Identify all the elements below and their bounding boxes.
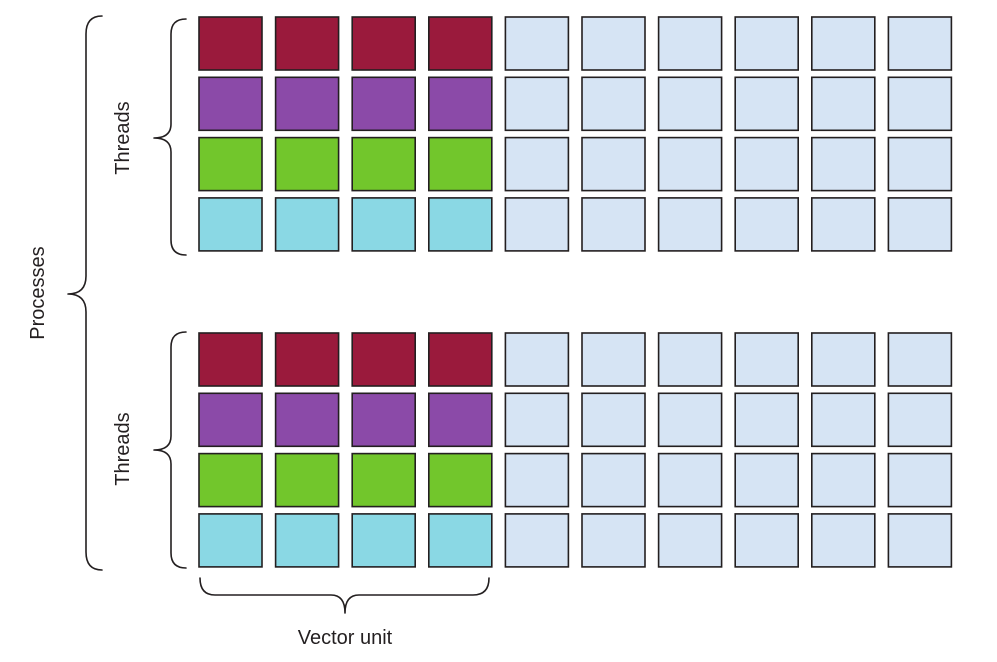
idle-lane-cell: [657, 136, 723, 192]
vector-lane-cell: [198, 197, 263, 252]
threads-brace-top: [153, 18, 187, 256]
threads-label-top: Threads: [112, 101, 134, 174]
idle-lane-cell: [810, 197, 876, 252]
vector-lane-cell: [274, 452, 340, 508]
idle-lane-cell: [581, 332, 646, 387]
vector-unit-brace: [199, 577, 490, 614]
idle-lane-cell: [504, 332, 570, 387]
vector-lane-cell: [274, 136, 340, 192]
processes-label: Processes: [27, 246, 49, 339]
vector-lane-cell: [274, 76, 340, 132]
vector-lane-cell: [351, 197, 417, 252]
idle-lane-cell: [657, 16, 723, 71]
idle-lane-cell: [657, 76, 723, 132]
idle-lane-cell: [810, 136, 876, 192]
idle-lane-cell: [657, 392, 723, 448]
vector-lane-cell: [427, 197, 493, 252]
vector-lane-cell: [351, 332, 417, 387]
idle-lane-cell: [504, 76, 570, 132]
idle-lane-cell: [581, 392, 646, 448]
vector-lane-cell: [274, 197, 340, 252]
processes-brace: [67, 15, 103, 571]
idle-lane-cell: [734, 197, 800, 252]
vector-lane-cell: [198, 136, 263, 192]
vector-lane-cell: [198, 452, 263, 508]
cell-grid: [198, 16, 953, 568]
idle-lane-cell: [657, 452, 723, 508]
vector-lane-cell: [198, 513, 263, 568]
vector-lane-cell: [427, 136, 493, 192]
idle-lane-cell: [810, 392, 876, 448]
vector-lane-cell: [427, 513, 493, 568]
idle-lane-cell: [810, 76, 876, 132]
vector-lane-cell: [351, 16, 417, 71]
idle-lane-cell: [581, 16, 646, 71]
vector-unit-label: Vector unit: [298, 627, 393, 649]
vector-lane-cell: [427, 452, 493, 508]
idle-lane-cell: [504, 513, 570, 568]
idle-lane-cell: [581, 452, 646, 508]
vector-lane-cell: [274, 332, 340, 387]
idle-lane-cell: [887, 136, 953, 192]
idle-lane-cell: [657, 197, 723, 252]
vector-lane-cell: [198, 332, 263, 387]
idle-lane-cell: [887, 513, 953, 568]
idle-lane-cell: [887, 452, 953, 508]
idle-lane-cell: [581, 136, 646, 192]
vector-lane-cell: [427, 392, 493, 448]
idle-lane-cell: [504, 392, 570, 448]
idle-lane-cell: [887, 392, 953, 448]
vector-lane-cell: [198, 76, 263, 132]
idle-lane-cell: [734, 136, 800, 192]
idle-lane-cell: [581, 513, 646, 568]
idle-lane-cell: [734, 332, 800, 387]
idle-lane-cell: [504, 452, 570, 508]
idle-lane-cell: [504, 197, 570, 252]
vector-lane-cell: [427, 16, 493, 71]
vector-lane-cell: [198, 16, 263, 71]
idle-lane-cell: [887, 197, 953, 252]
vector-lane-cell: [198, 392, 263, 448]
idle-lane-cell: [657, 513, 723, 568]
vector-lane-cell: [351, 513, 417, 568]
idle-lane-cell: [504, 136, 570, 192]
idle-lane-cell: [887, 76, 953, 132]
idle-lane-cell: [581, 76, 646, 132]
vector-lane-cell: [274, 16, 340, 71]
vector-lane-cell: [427, 332, 493, 387]
idle-lane-cell: [810, 513, 876, 568]
idle-lane-cell: [734, 392, 800, 448]
vector-lane-cell: [274, 392, 340, 448]
vector-lane-cell: [351, 136, 417, 192]
vector-lane-cell: [351, 76, 417, 132]
idle-lane-cell: [734, 452, 800, 508]
vector-lane-cell: [351, 392, 417, 448]
idle-lane-cell: [810, 332, 876, 387]
idle-lane-cell: [887, 16, 953, 71]
idle-lane-cell: [734, 16, 800, 71]
threads-brace-bottom: [153, 331, 187, 569]
idle-lane-cell: [810, 452, 876, 508]
idle-lane-cell: [887, 332, 953, 387]
idle-lane-cell: [581, 197, 646, 252]
idle-lane-cell: [657, 332, 723, 387]
idle-lane-cell: [734, 513, 800, 568]
vector-lane-cell: [351, 452, 417, 508]
idle-lane-cell: [810, 16, 876, 71]
vector-lane-cell: [427, 76, 493, 132]
idle-lane-cell: [734, 76, 800, 132]
idle-lane-cell: [504, 16, 570, 71]
vector-lane-cell: [274, 513, 340, 568]
threads-label-bottom: Threads: [112, 412, 134, 485]
